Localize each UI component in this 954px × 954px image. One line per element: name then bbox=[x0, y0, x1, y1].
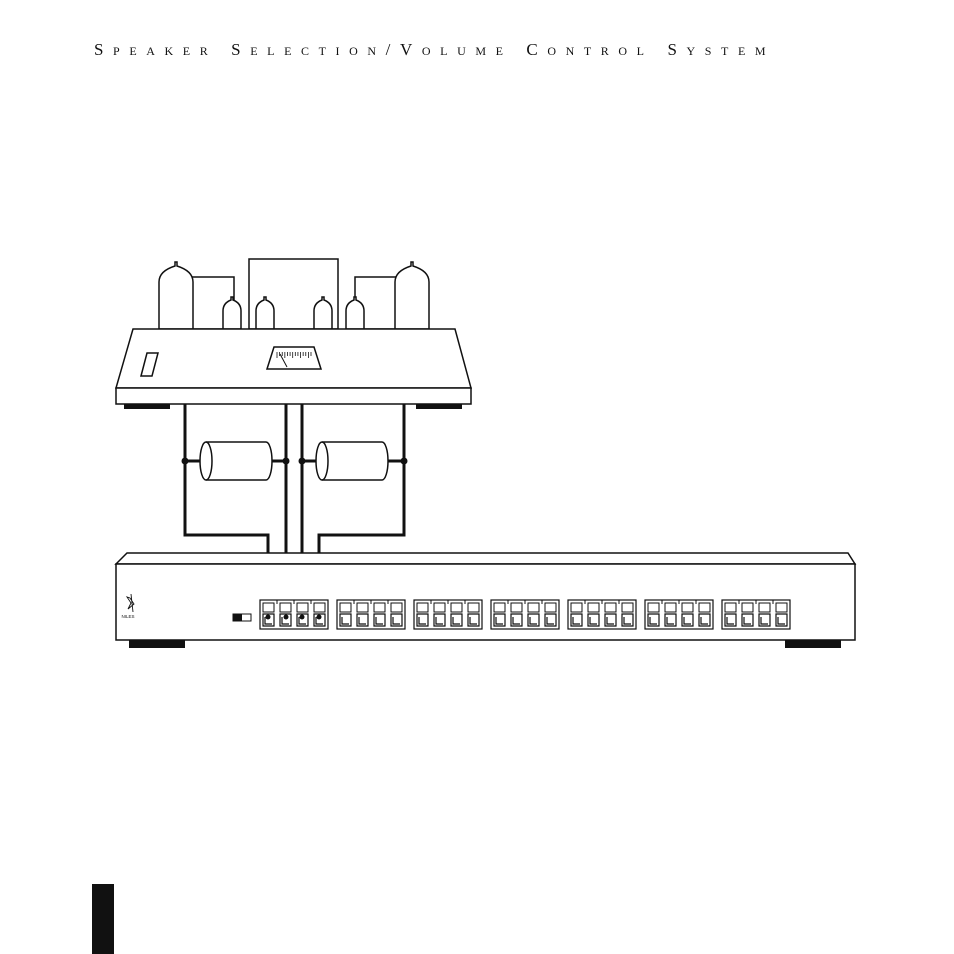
terminal-screw-icon bbox=[571, 614, 582, 626]
terminal-tab bbox=[434, 603, 445, 612]
terminal-screw-icon bbox=[434, 614, 445, 626]
terminal-tab bbox=[391, 603, 402, 612]
inline-component-left bbox=[200, 442, 272, 480]
selector-chassis-top bbox=[116, 553, 855, 564]
terminal-tab bbox=[357, 603, 368, 612]
terminal-tab bbox=[451, 603, 462, 612]
impedance-switch bbox=[233, 614, 251, 621]
amplifier-foot-right bbox=[416, 404, 462, 409]
tube-amplifier bbox=[116, 259, 471, 404]
terminal-screw-icon bbox=[742, 614, 753, 626]
terminal-tab bbox=[682, 603, 693, 612]
terminal-screw-icon bbox=[340, 614, 351, 626]
terminal-screw-icon bbox=[776, 614, 787, 626]
terminal-screw-icon bbox=[528, 614, 539, 626]
terminal-tab bbox=[759, 603, 770, 612]
terminal-tab bbox=[511, 603, 522, 612]
selector-foot-left bbox=[129, 640, 185, 648]
terminal-tab bbox=[742, 603, 753, 612]
amplifier-foot-left bbox=[124, 404, 170, 409]
terminal-screw-icon bbox=[622, 614, 633, 626]
terminal-screw-icon bbox=[374, 614, 385, 626]
terminal-tab bbox=[340, 603, 351, 612]
terminal-screw-icon bbox=[494, 614, 505, 626]
terminal-tab bbox=[494, 603, 505, 612]
selector-foot-right bbox=[785, 640, 841, 648]
power-tube-right bbox=[395, 262, 429, 329]
terminal-tab bbox=[776, 603, 787, 612]
terminal-tab bbox=[699, 603, 710, 612]
inline-component-right bbox=[316, 442, 388, 480]
terminal-screw-icon bbox=[417, 614, 428, 626]
terminal-tab bbox=[588, 603, 599, 612]
terminal-tab bbox=[417, 603, 428, 612]
terminal-block-speaker bbox=[645, 600, 713, 629]
terminal-screw-icon bbox=[605, 614, 616, 626]
terminal-block-speaker bbox=[568, 600, 636, 629]
terminal-tab bbox=[528, 603, 539, 612]
terminal-screw-icon bbox=[468, 614, 479, 626]
terminal-screw-icon bbox=[648, 614, 659, 626]
terminal-tab bbox=[374, 603, 385, 612]
terminal-tab bbox=[280, 603, 291, 612]
vu-meter-icon bbox=[267, 347, 321, 369]
terminal-tab bbox=[468, 603, 479, 612]
terminal-screw-icon bbox=[511, 614, 522, 626]
terminal-screw-icon bbox=[699, 614, 710, 626]
terminal-screw-icon bbox=[357, 614, 368, 626]
page-edge-marker bbox=[92, 884, 114, 954]
terminal-tab bbox=[297, 603, 308, 612]
terminal-block-speaker bbox=[337, 600, 405, 629]
terminal-screw-icon bbox=[588, 614, 599, 626]
terminal-block-input bbox=[260, 600, 328, 629]
terminal-tab bbox=[314, 603, 325, 612]
terminal-screw-icon bbox=[682, 614, 693, 626]
terminal-tab bbox=[605, 603, 616, 612]
terminal-tab bbox=[545, 603, 556, 612]
terminal-tab bbox=[571, 603, 582, 612]
terminal-screw-icon bbox=[545, 614, 556, 626]
terminal-tab bbox=[725, 603, 736, 612]
power-tube-left bbox=[159, 262, 193, 329]
terminal-tab bbox=[263, 603, 274, 612]
terminal-screw-icon bbox=[391, 614, 402, 626]
terminal-screw-icon bbox=[725, 614, 736, 626]
terminal-tab bbox=[665, 603, 676, 612]
impedance-switch-slider bbox=[233, 614, 242, 621]
terminal-block-speaker bbox=[491, 600, 559, 629]
terminal-screw-icon bbox=[665, 614, 676, 626]
terminal-blocks bbox=[260, 600, 790, 629]
amplifier-chassis-front bbox=[116, 388, 471, 404]
terminal-block-speaker bbox=[414, 600, 482, 629]
logo-text: NILES bbox=[121, 614, 134, 619]
terminal-tab bbox=[648, 603, 659, 612]
terminal-screw-icon bbox=[451, 614, 462, 626]
terminal-block-speaker bbox=[722, 600, 790, 629]
terminal-tab bbox=[622, 603, 633, 612]
terminal-screw-icon bbox=[759, 614, 770, 626]
